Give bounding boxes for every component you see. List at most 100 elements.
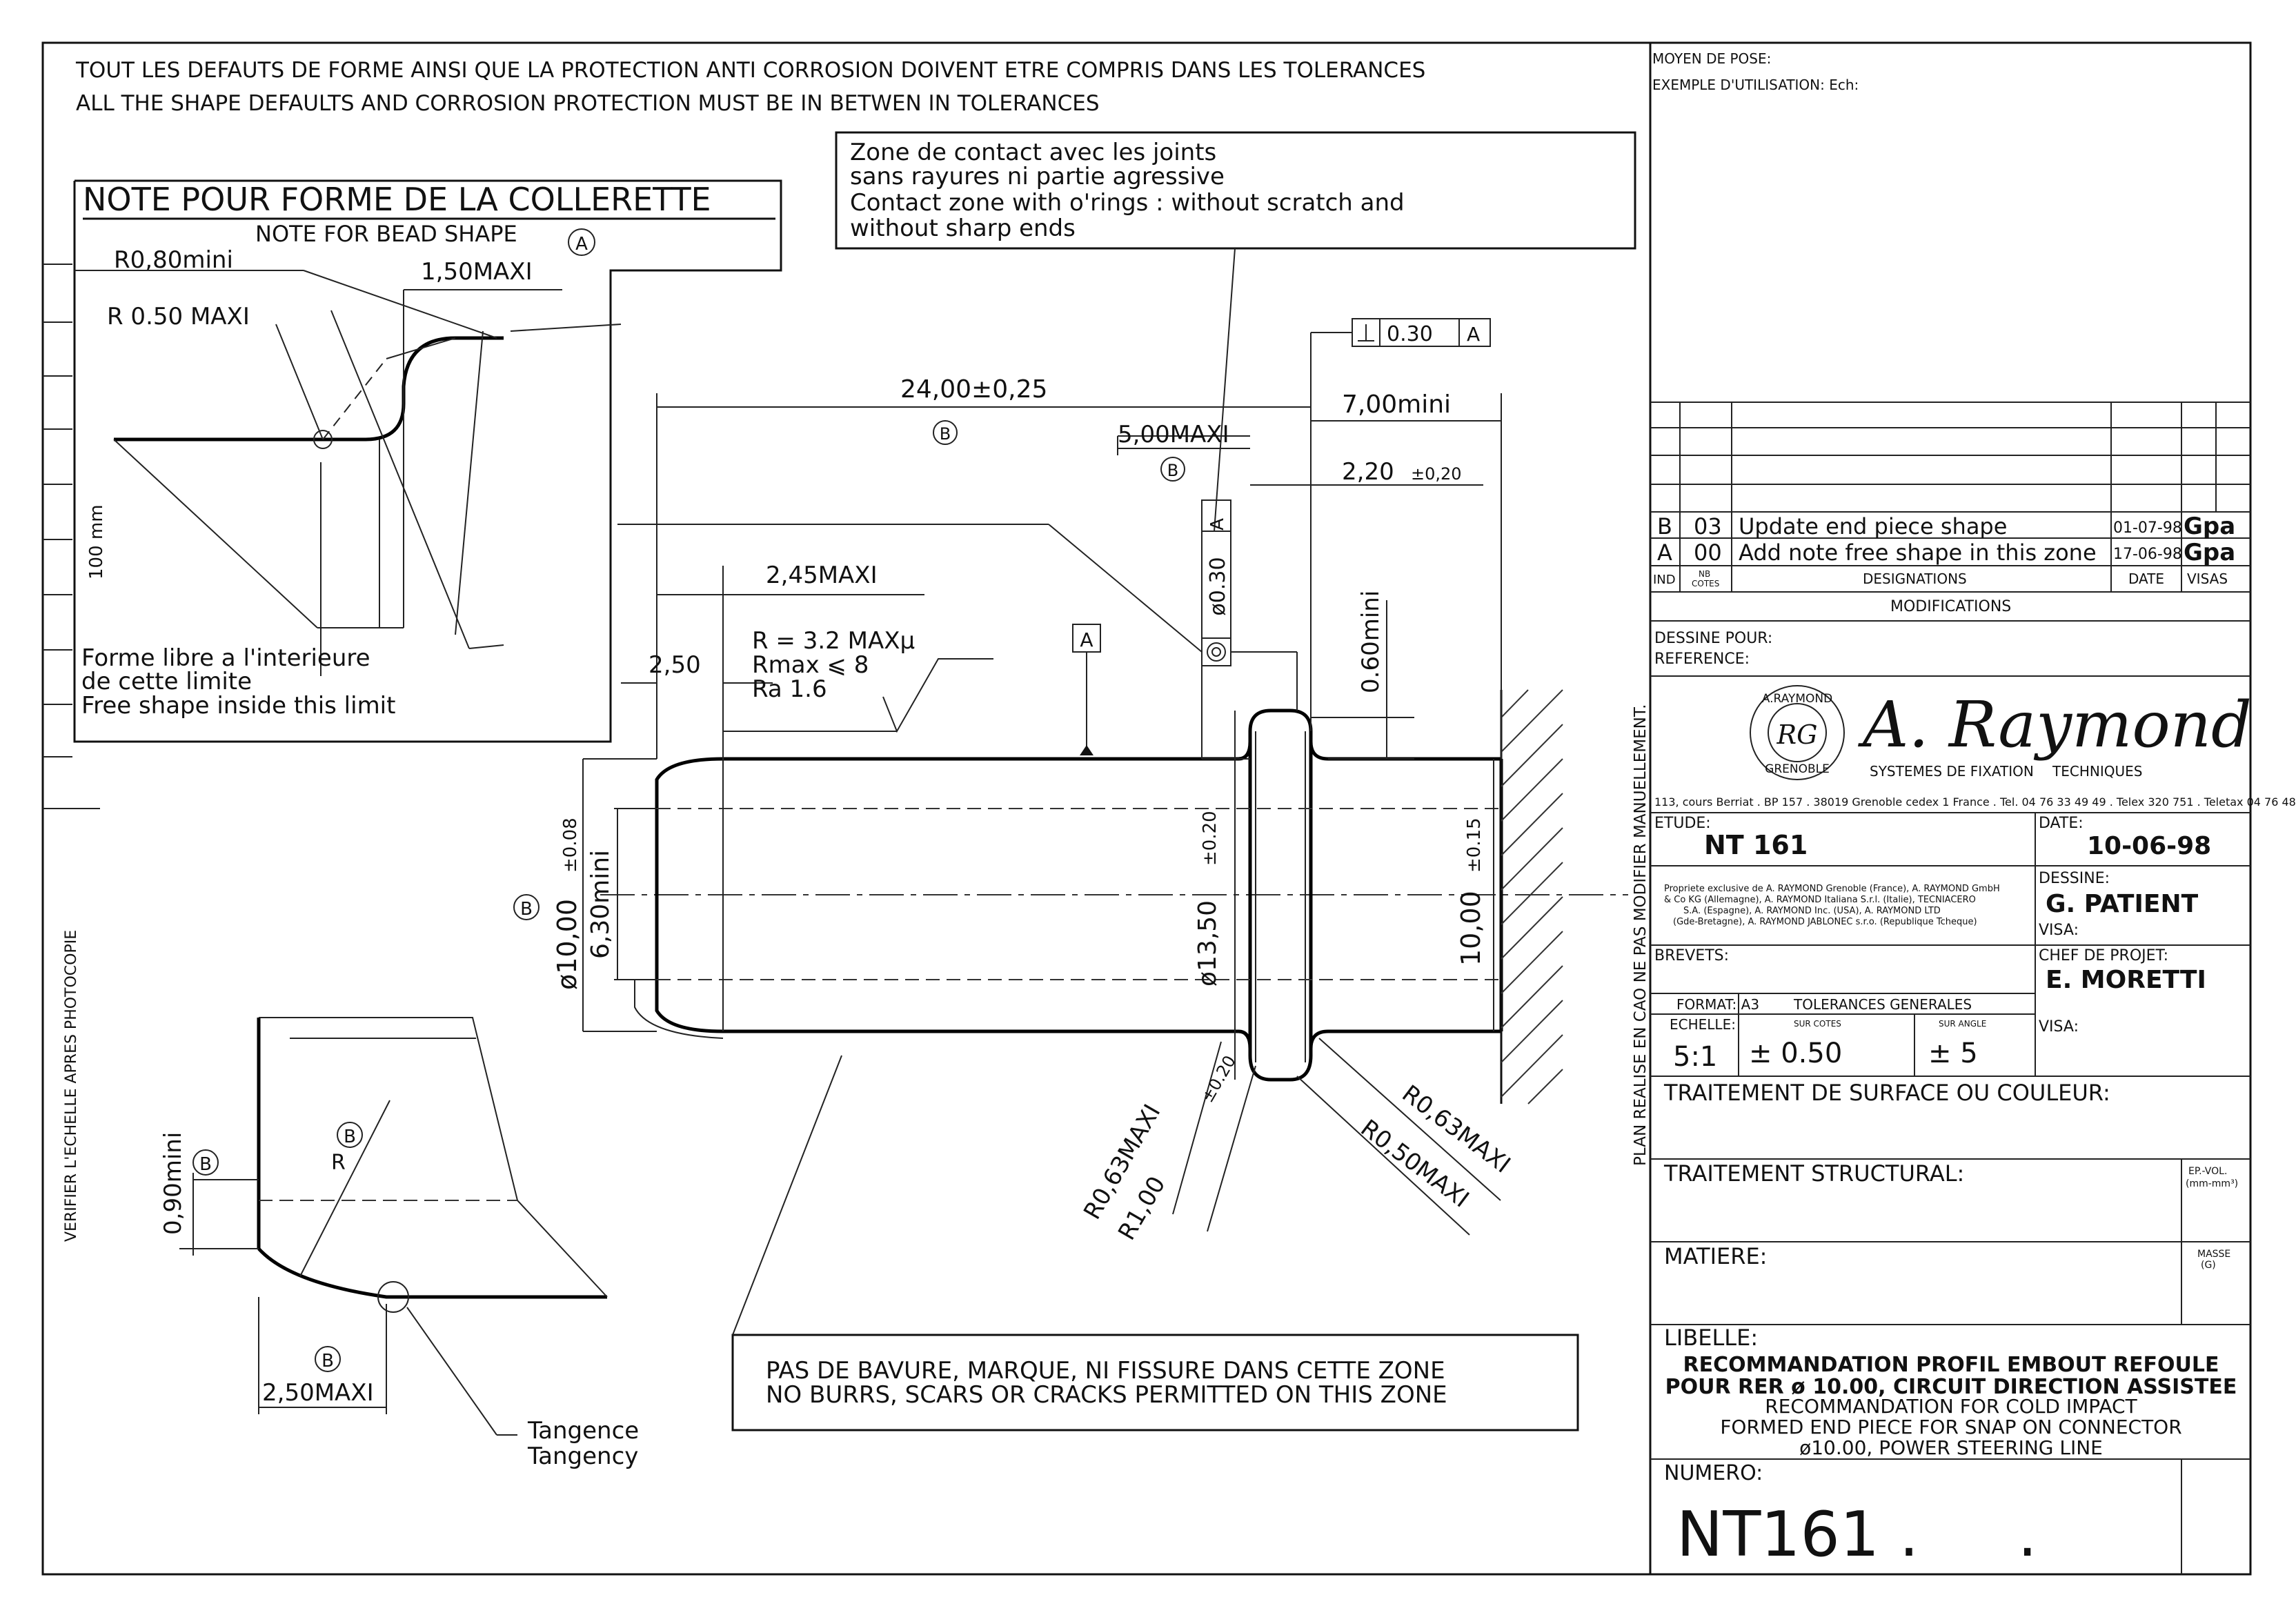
moyen-de-pose: MOYEN DE POSE:: [1652, 50, 1771, 67]
detail-b-r-label: R: [331, 1151, 346, 1175]
dim-dia-10-right: 10,00: [1456, 891, 1486, 966]
logo-monogram: RG: [1777, 720, 1818, 750]
header-ind: IND: [1653, 573, 1676, 587]
detail-b-tangency-en: Tangency: [527, 1443, 638, 1470]
bead-free-shape-3: Free shape inside this limit: [81, 692, 395, 720]
masse-unit: (G): [2201, 1260, 2216, 1271]
contact-zone-line-2: sans rayures ni partie agressive: [850, 163, 1225, 190]
contact-zone-line-1: Zone de contact avec les joints: [850, 139, 1216, 166]
logo-ring-top: A.RAYMOND: [1762, 692, 1832, 706]
rev-b-cotes: 03: [1694, 513, 1722, 539]
bead-note-panel: NOTE POUR FORME DE LA COLLERETTE NOTE FO…: [73, 179, 782, 743]
reference-label: REFERENCE:: [1654, 651, 1750, 668]
echelle-value: 5:1: [1673, 1041, 1717, 1073]
contact-zone-line-4: without sharp ends: [850, 215, 1076, 242]
chef-label: CHEF DE PROJET:: [2039, 947, 2168, 964]
libelle-line-4: FORMED END PIECE FOR SNAP ON CONNECTOR: [1720, 1416, 2181, 1438]
bead-free-shape-1: Forme libre a l'interieure: [81, 644, 370, 672]
dim-max-5: 5,00MAXI: [1118, 421, 1229, 448]
numero-label: NUMERO:: [1664, 1461, 1763, 1485]
logo-systems: SYSTEMES DE FIXATION: [1870, 763, 2034, 780]
contact-zone-box: [835, 131, 1636, 250]
main-part-view: 24,00±0,25 B 7,00mini 5,00MAXI B 2,20 ±0…: [513, 318, 1628, 1245]
part-outline-bottom: [723, 1029, 1501, 1082]
rev-a-date: 17-06-98: [2113, 546, 2182, 563]
tolerances-label: TOLERANCES GENERALES: [1793, 996, 1972, 1013]
logo-ring-bottom: GRENOBLE: [1765, 762, 1830, 776]
dessine-pour-label: DESSINE POUR:: [1654, 630, 1772, 647]
general-note-fr: TOUT LES DEFAUTS DE FORME AINSI QUE LA P…: [75, 58, 1425, 83]
header-visas: VISAS: [2187, 571, 2228, 587]
bead-free-shape-2: de cette limite: [81, 668, 252, 695]
traitement-structural-label: TRAITEMENT STRUCTURAL:: [1663, 1160, 1964, 1187]
traitement-surface-label: TRAITEMENT DE SURFACE OU COULEUR:: [1663, 1080, 2110, 1106]
datum-a-label: A: [1080, 628, 1093, 651]
sur-cotes-label: SUR COTES: [1794, 1019, 1841, 1029]
part-end-chamfer: [655, 757, 724, 1033]
dim-r-100-tol: ±0.20: [1198, 1052, 1240, 1106]
libelle-line-3: RECOMMANDATION FOR COLD IMPACT: [1765, 1395, 2137, 1418]
dim-dia-13-50-tol: ±0.20: [1200, 811, 1220, 866]
dim-dia-13-50: ø13,50: [1194, 900, 1222, 987]
property-line-2: & Co KG (Allemagne), A. RAYMOND Italiana…: [1664, 895, 1976, 905]
bead-r-min-label: R0,80mini: [114, 246, 233, 274]
rev-b-visa: Gpa: [2184, 513, 2235, 540]
brevets-label: BREVETS:: [1654, 947, 1729, 964]
header-nb: NB: [1699, 569, 1710, 579]
bead-note-marker: A: [575, 234, 588, 255]
dim-dia-10: ø10,00: [552, 899, 582, 990]
header-cotes: COTES: [1692, 579, 1719, 588]
chef-value: E. MORETTI: [2046, 966, 2206, 994]
detail-b-marker-r: B: [344, 1127, 356, 1147]
bead-note-title: NOTE POUR FORME DE LA COLLERETTE: [83, 181, 711, 218]
property-line-4: (Gde-Bretagne), A. RAYMOND JABLONEC s.r.…: [1673, 917, 1977, 927]
rev-b-date: 01-07-98: [2113, 519, 2182, 537]
dim-total-length: 24,00±0,25: [900, 375, 1047, 404]
logo-techniques: TECHNIQUES: [2052, 763, 2142, 780]
detail-b-min-0-90: 0,90mini: [159, 1132, 187, 1235]
dim-dia-10-b-marker: B: [520, 899, 533, 920]
echelle-label: ECHELLE:: [1670, 1016, 1736, 1033]
dim-2-20-tol: ±0,20: [1411, 464, 1462, 484]
dim-dia-10-right-tol: ±0.15: [1464, 818, 1485, 873]
burrs-note-en: NO BURRS, SCARS OR CRACKS PERMITTED ON T…: [766, 1381, 1447, 1409]
modifications-label: MODIFICATIONS: [1890, 598, 2011, 615]
rev-a-designation: Add note free shape in this zone: [1739, 539, 2097, 566]
rev-a-visa: Gpa: [2184, 539, 2235, 566]
dim-dia-6-30: 6,30mini: [586, 850, 615, 959]
detail-b-tangency-fr: Tangence: [527, 1417, 639, 1445]
roughness-line-3: Ra 1.6: [752, 675, 827, 703]
detail-b-marker-left: B: [199, 1154, 212, 1175]
perp-tolerance: 0.30: [1387, 322, 1433, 346]
conc-datum: A: [1207, 518, 1228, 531]
bead-note-subtitle: NOTE FOR BEAD SHAPE: [255, 221, 517, 247]
dim-2-50: 2,50: [649, 651, 701, 679]
libelle-line-2: POUR RER ø 10.00, CIRCUIT DIRECTION ASSI…: [1665, 1375, 2237, 1399]
perp-datum: A: [1467, 323, 1480, 346]
roughness-line-1: R = 3.2 MAXμ: [752, 627, 915, 655]
dessine-label: DESSINE:: [2039, 870, 2110, 887]
title-block: MOYEN DE POSE: EXEMPLE D'UTILISATION: Ec…: [1649, 41, 2296, 1576]
detail-b-view: 0,90mini B B R 2,50MAXI B Tangence Tange…: [159, 1017, 639, 1470]
burrs-note-fr: PAS DE BAVURE, MARQUE, NI FISSURE DANS C…: [766, 1357, 1445, 1385]
masse-label: MASSE: [2197, 1249, 2230, 1260]
property-line-3: S.A. (Espagne), A. RAYMOND Inc. (USA), A…: [1683, 906, 1941, 916]
dim-dia-10-tol: ±0.08: [560, 818, 581, 873]
visa-label-1: VISA:: [2039, 922, 2079, 939]
bead-r-max-label: R 0.50 MAXI: [107, 303, 250, 330]
header-date: DATE: [2128, 571, 2164, 587]
visa-label-2: VISA:: [2039, 1018, 2079, 1036]
burrs-note-box: [731, 1334, 1579, 1431]
ep-vol-label: EP.-VOL.: [2188, 1166, 2227, 1177]
dim-max-2-45: 2,45MAXI: [766, 562, 878, 589]
side-note-cad: PLAN REALISE EN CAO NE PAS MODIFIER MANU…: [1632, 704, 1650, 1167]
dim-2-20: 2,20: [1342, 458, 1394, 486]
libelle-line-5: ø10.00, POWER STEERING LINE: [1799, 1436, 2103, 1459]
sur-angle-label: SUR ANGLE: [1939, 1019, 1986, 1029]
company-logo: RG A.RAYMOND GRENOBLE A. Raymond SYSTEME…: [1750, 685, 2252, 780]
etude-label: ETUDE:: [1654, 815, 1711, 832]
exemple-utilisation: EXEMPLE D'UTILISATION: Ech:: [1652, 77, 1859, 93]
property-line-1: Propriete exclusive de A. RAYMOND Grenob…: [1664, 884, 2000, 894]
bead-width-max-label: 1,50MAXI: [421, 258, 533, 286]
roughness-line-2: Rmax ⩽ 8: [752, 651, 869, 679]
